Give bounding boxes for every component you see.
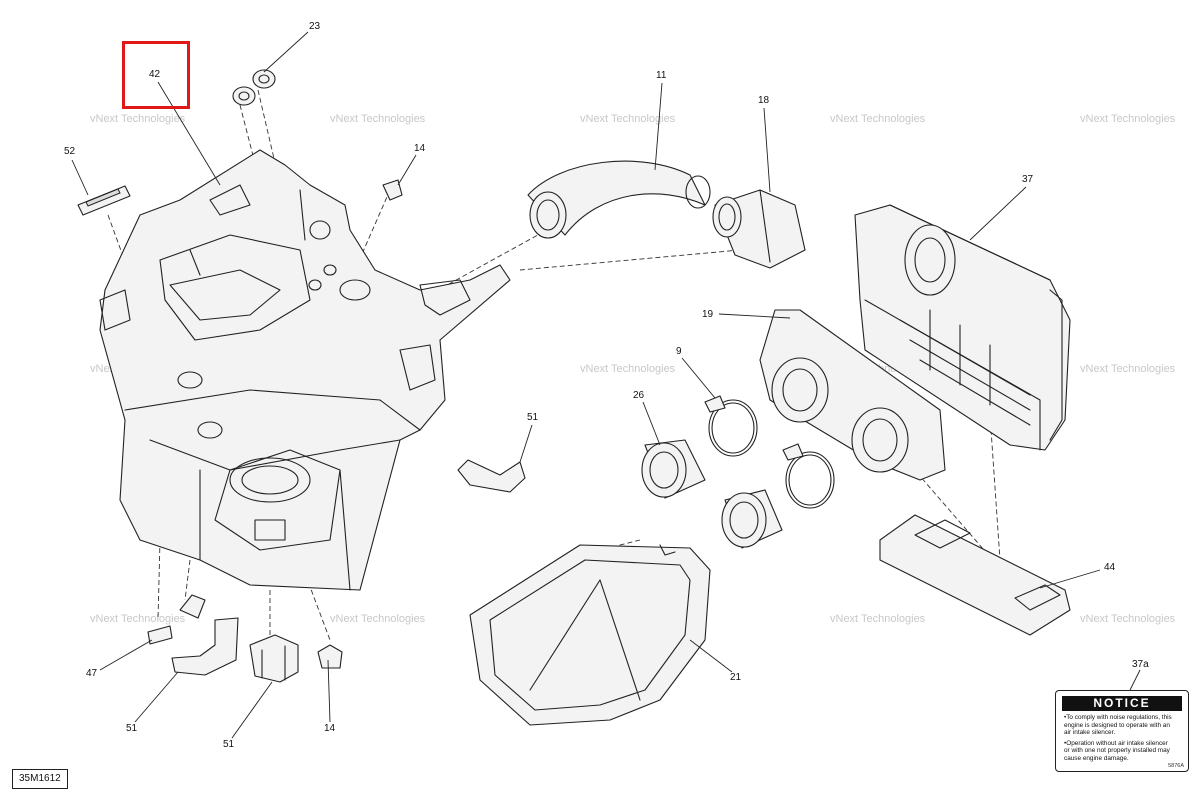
notice-line-2: engine is designed to operate with an: [1064, 721, 1170, 729]
watermark-3: vNext Technologies: [580, 113, 676, 125]
watermark-4: vNext Technologies: [830, 113, 926, 125]
rubber-couplers: [641, 439, 783, 549]
watermark-11: vNext Technologies: [330, 613, 426, 625]
intake-flange: [759, 309, 946, 481]
notice-code: 5876A: [1168, 763, 1184, 769]
small-parts-bottom: [147, 594, 343, 683]
callout-51-mid[interactable]: 51: [527, 412, 539, 423]
duct-adapter: [712, 189, 806, 269]
notice-line-6: cause engine damage.: [1064, 754, 1129, 762]
watermark-10: vNext Technologies: [90, 613, 186, 625]
hose-clamps: [704, 395, 835, 509]
callout-37[interactable]: 37: [1022, 174, 1034, 185]
notice-heading: NOTICE: [1062, 696, 1182, 711]
notice-line-4: •Operation without air intake silencer: [1064, 739, 1168, 747]
notice-line-5: or with one not properly installed may: [1064, 747, 1170, 755]
grommets: [232, 69, 276, 106]
leader-lines: [71, 31, 1141, 739]
watermark-5: vNext Technologies: [1080, 113, 1176, 125]
warning-label: [77, 185, 131, 216]
callout-14-bottom[interactable]: 14: [324, 723, 336, 734]
filter-box: [854, 204, 1071, 451]
callout-42[interactable]: 42: [149, 69, 161, 80]
callout-51-left[interactable]: 51: [126, 723, 138, 734]
highlight-box-callout-42: [122, 41, 190, 109]
watermark-13: vNext Technologies: [830, 613, 926, 625]
watermark-1: vNext Technologies: [90, 113, 186, 125]
silencer-frame: [469, 544, 711, 726]
watermark-14: vNext Technologies: [1080, 613, 1176, 625]
callout-21[interactable]: 21: [730, 672, 742, 683]
gasket-plate: [879, 514, 1071, 636]
notice-line-1: •To comply with noise regulations, this: [1064, 714, 1172, 721]
watermark-2: vNext Technologies: [330, 113, 426, 125]
watermark-9: vNext Technologies: [1080, 363, 1176, 375]
callout-23[interactable]: 23: [309, 21, 321, 32]
mount-bracket-mid: [457, 459, 526, 493]
callout-47[interactable]: 47: [86, 668, 98, 679]
callout-18[interactable]: 18: [758, 95, 770, 106]
notice-line-3: air intake silencer.: [1064, 729, 1116, 737]
watermark-7: vNext Technologies: [580, 363, 676, 375]
callout-51-bottom[interactable]: 51: [223, 739, 235, 750]
callout-52[interactable]: 52: [64, 146, 76, 157]
callout-44[interactable]: 44: [1104, 562, 1116, 573]
callout-37a[interactable]: 37a: [1132, 659, 1149, 670]
figure-id-label: 35M1612: [12, 769, 68, 789]
clip-top: [382, 179, 403, 201]
callout-14-top[interactable]: 14: [414, 143, 426, 154]
callout-19[interactable]: 19: [702, 309, 714, 320]
callout-9[interactable]: 9: [676, 346, 682, 357]
callouts: 23 42 52 14 11 18 37 19 9 26 51 44 47 51…: [64, 21, 1149, 750]
callout-11[interactable]: 11: [656, 70, 667, 81]
notice-decal: NOTICE •To comply with noise regulations…: [1055, 690, 1189, 772]
airbox-housing: [99, 149, 511, 591]
callout-26[interactable]: 26: [633, 390, 645, 401]
intake-duct: [527, 160, 711, 239]
